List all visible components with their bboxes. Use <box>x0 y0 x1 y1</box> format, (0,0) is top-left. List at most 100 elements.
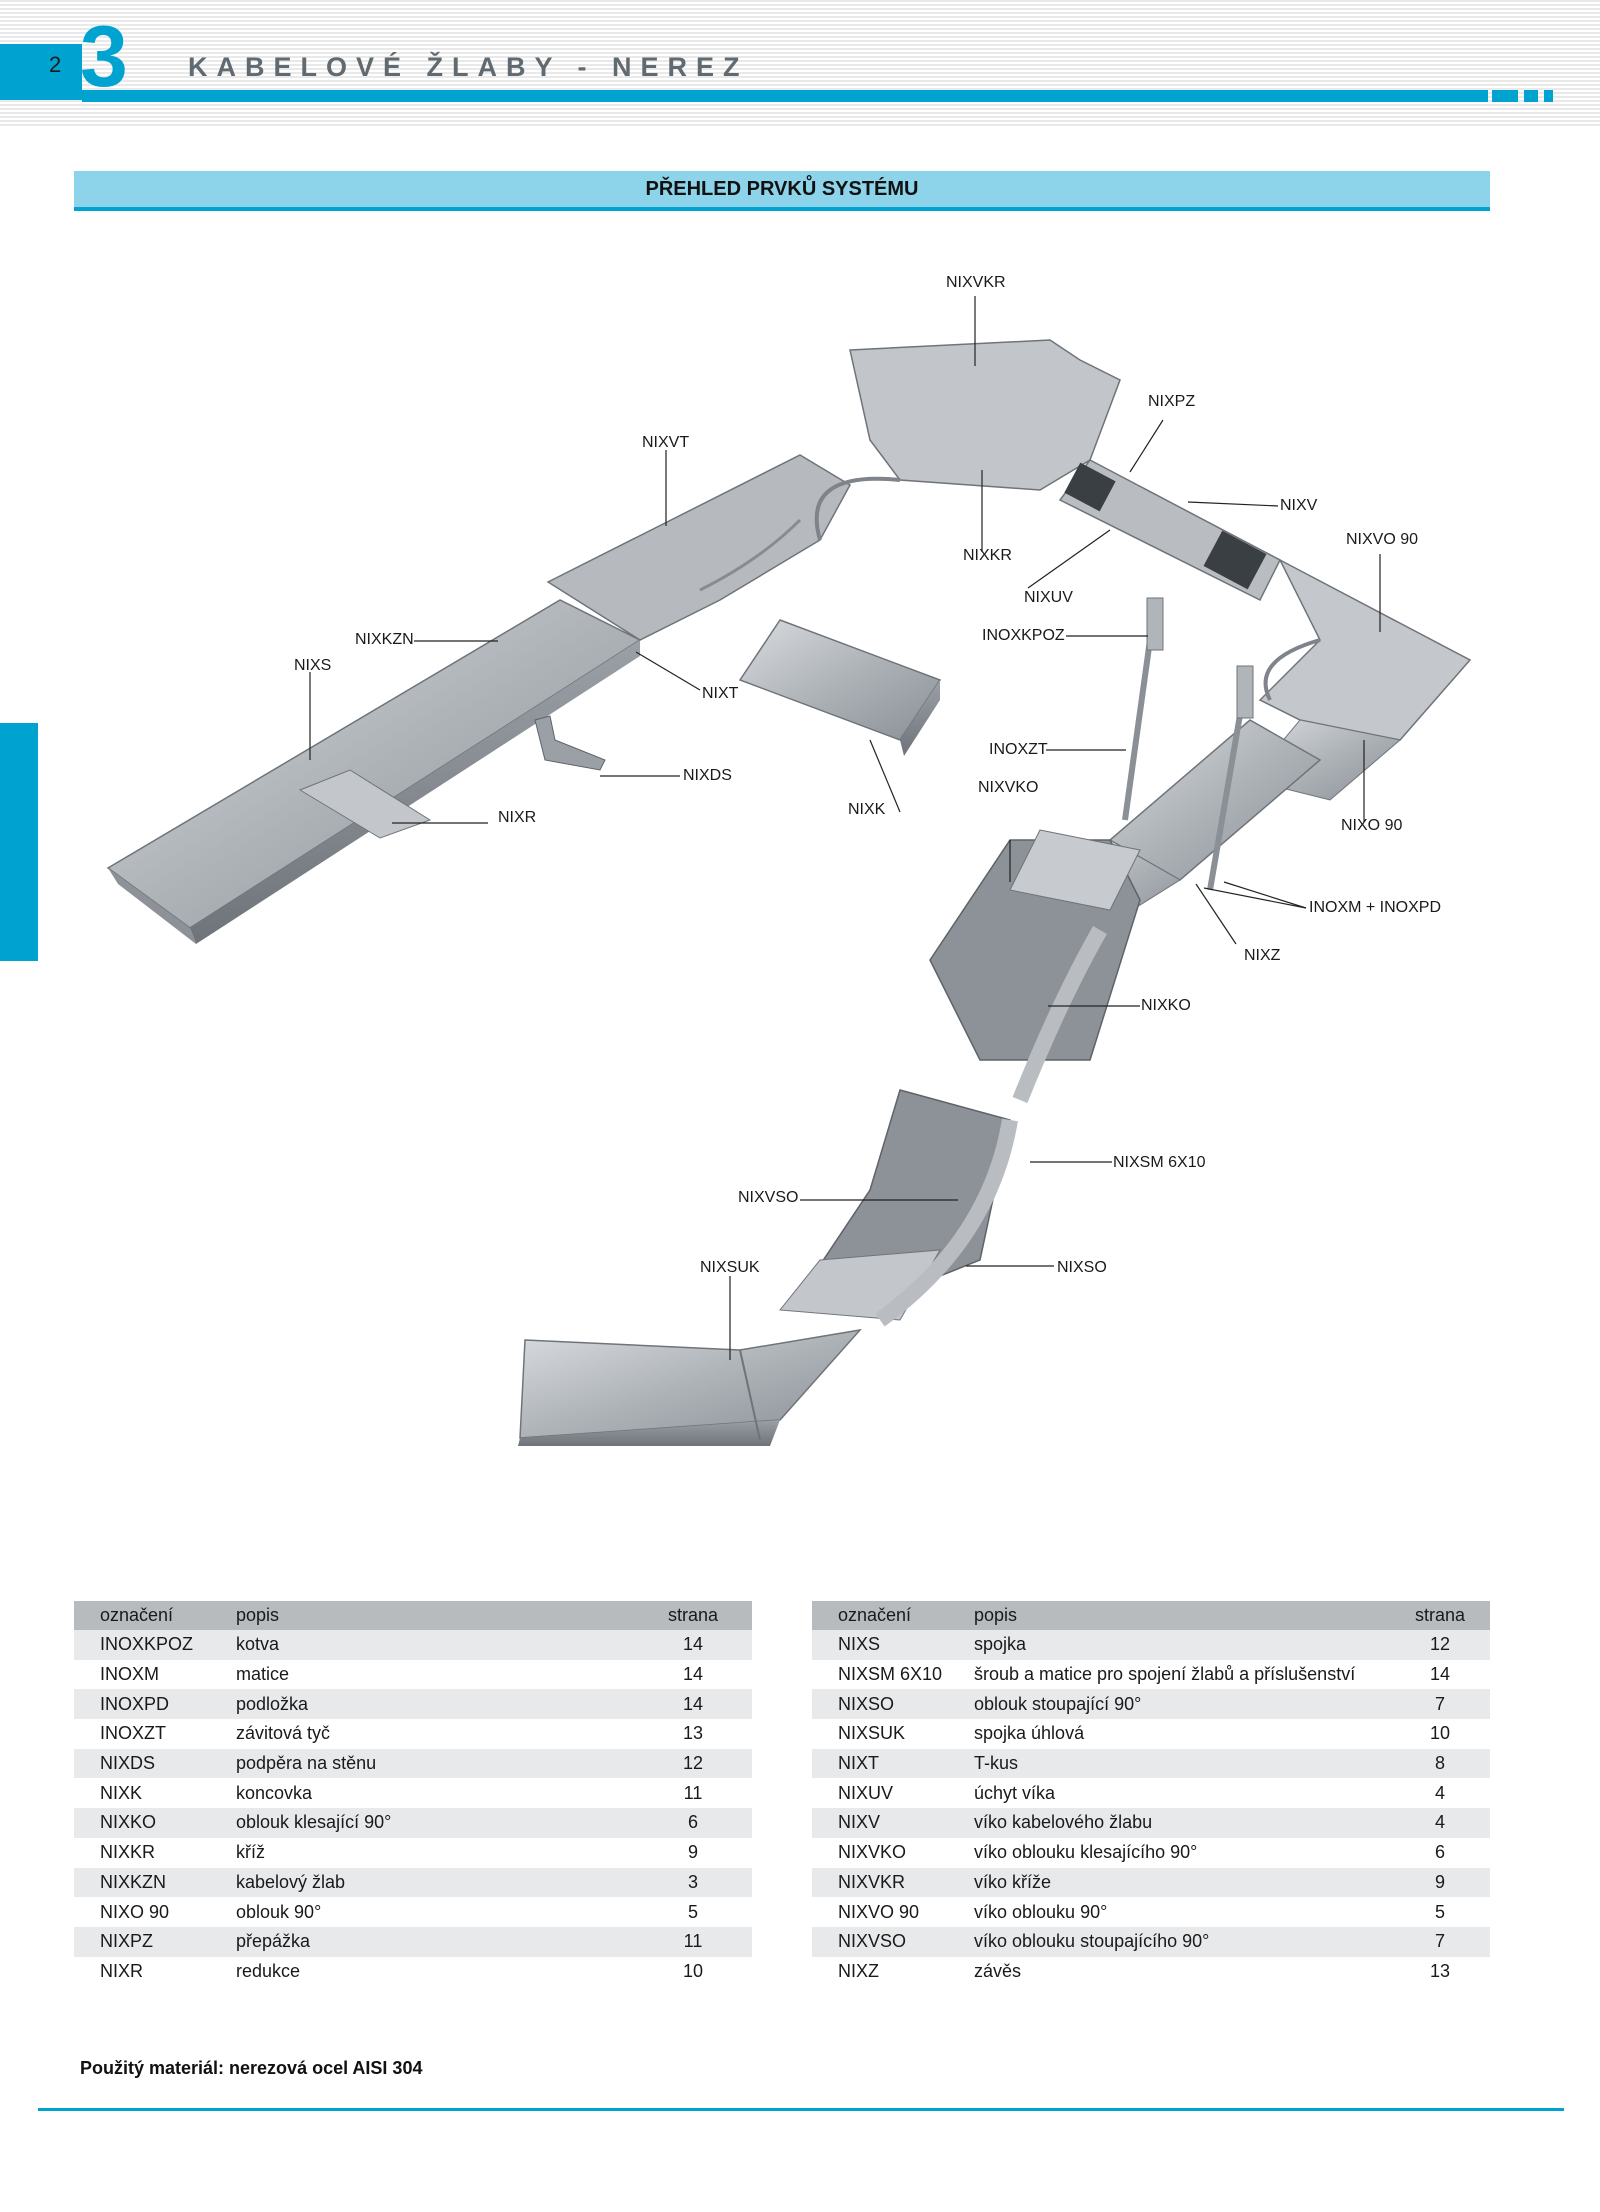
cell-page: 7 <box>1390 1689 1490 1720</box>
cell-page: 6 <box>634 1808 752 1838</box>
label-nixso: NIXSO <box>1057 1259 1107 1276</box>
cell-page: 4 <box>1390 1808 1490 1838</box>
cell-code: NIXSM 6X10 <box>812 1659 948 1690</box>
chapter-number: 3 <box>80 9 128 105</box>
cell-page: 4 <box>1390 1778 1490 1809</box>
cell-description: víko oblouku klesajícího 90° <box>948 1837 1390 1868</box>
cell-description: koncovka <box>210 1778 634 1809</box>
footer-rule <box>38 2108 1564 2111</box>
label-nixz: NIXZ <box>1244 947 1281 964</box>
cell-code: NIXPZ <box>74 1926 210 1957</box>
cell-description: oblouk stoupající 90° <box>948 1689 1390 1720</box>
label-nixds: NIXDS <box>683 767 732 784</box>
tray-nixk <box>738 619 942 756</box>
cell-description: spojka <box>948 1630 1390 1660</box>
section-heading-text: PŘEHLED PRVKŮ SYSTÉMU <box>645 177 919 200</box>
cell-description: podpěra na stěnu <box>210 1748 634 1779</box>
section-heading: PŘEHLED PRVKŮ SYSTÉMU <box>74 171 1490 211</box>
cell-description: úchyt víka <box>948 1778 1390 1809</box>
cell-code: NIXVO 90 <box>812 1897 948 1927</box>
cell-page: 12 <box>634 1748 752 1779</box>
label-nixvt: NIXVT <box>642 434 690 451</box>
cell-description: šroub a matice pro spojení žlabů a přísl… <box>948 1659 1390 1690</box>
cell-code: NIXSO <box>812 1689 948 1720</box>
label-nixkzn: NIXKZN <box>355 631 414 648</box>
cell-description: spojka úhlová <box>948 1719 1390 1749</box>
label-nixko: NIXKO <box>1141 997 1191 1014</box>
cell-code: NIXK <box>74 1778 210 1809</box>
label-nixsm: NIXSM 6X10 <box>1113 1154 1206 1171</box>
cell-page: 14 <box>1390 1659 1490 1690</box>
cell-page: 14 <box>634 1630 752 1660</box>
cell-description: oblouk 90° <box>210 1897 634 1927</box>
page-title: KABELOVÉ ŽLABY - NEREZ <box>188 52 749 82</box>
cell-code: NIXDS <box>74 1748 210 1779</box>
col-header-page: strana <box>1390 1601 1490 1630</box>
label-nixvo90: NIXVO 90 <box>1346 531 1419 548</box>
label-nixk: NIXK <box>848 801 886 818</box>
label-nixpz: NIXPZ <box>1148 393 1196 410</box>
cell-page: 14 <box>634 1689 752 1720</box>
label-nixvkr: NIXVKR <box>946 274 1006 291</box>
cell-description: víko oblouku stoupajícího 90° <box>948 1926 1390 1957</box>
cell-description: závitová tyč <box>210 1719 634 1749</box>
cell-page: 6 <box>1390 1837 1490 1868</box>
tray-bottom <box>518 1328 862 1446</box>
label-nixs: NIXS <box>294 657 332 674</box>
cell-code: INOXPD <box>74 1689 210 1720</box>
side-accent-tab <box>0 723 38 961</box>
system-overview-diagram: NIXVKR NIXPZ NIXVT NIXV NIXVO 90 NIXKR N… <box>0 230 1600 1530</box>
cell-page: 14 <box>634 1659 752 1690</box>
cell-page: 5 <box>1390 1897 1490 1927</box>
cell-description: kříž <box>210 1837 634 1868</box>
cell-page: 9 <box>634 1837 752 1868</box>
cell-description: redukce <box>210 1956 634 1987</box>
header-decor-block <box>1544 90 1553 102</box>
lid-nixvkr <box>814 339 1121 541</box>
cell-description: víko oblouku 90° <box>948 1897 1390 1927</box>
cell-description: oblouk klesající 90° <box>210 1808 634 1838</box>
label-nixsuk: NIXSUK <box>700 1259 760 1276</box>
label-inoxm-inoxpd: INOXM + INOXPD <box>1309 899 1442 916</box>
tray-nixv <box>1058 459 1281 602</box>
cell-code: NIXKR <box>74 1837 210 1868</box>
cell-code: NIXVKO <box>812 1837 948 1868</box>
cell-page: 8 <box>1390 1748 1490 1779</box>
table-header-row: označení popis strana <box>812 1601 1490 1630</box>
cable-tray-illustration <box>106 296 1472 1446</box>
cell-page: 13 <box>634 1719 752 1749</box>
col-header-description: popis <box>210 1601 634 1630</box>
label-nixr: NIXR <box>498 809 537 826</box>
label-nixt: NIXT <box>702 685 739 702</box>
cell-code: NIXS <box>812 1630 948 1660</box>
col-header-code: označení <box>74 1601 210 1630</box>
bend-nixko <box>929 829 1141 1103</box>
cell-code: INOXZT <box>74 1719 210 1749</box>
wall-support-nixds <box>534 715 606 771</box>
label-nixvso: NIXVSO <box>738 1189 799 1206</box>
cell-page: 11 <box>634 1926 752 1957</box>
header-rule <box>82 90 1488 102</box>
cell-page: 7 <box>1390 1926 1490 1957</box>
cell-page: 5 <box>634 1897 752 1927</box>
cell-description: závěs <box>948 1956 1390 1987</box>
lid-nixvt <box>546 454 852 641</box>
label-nixuv: NIXUV <box>1024 589 1073 606</box>
